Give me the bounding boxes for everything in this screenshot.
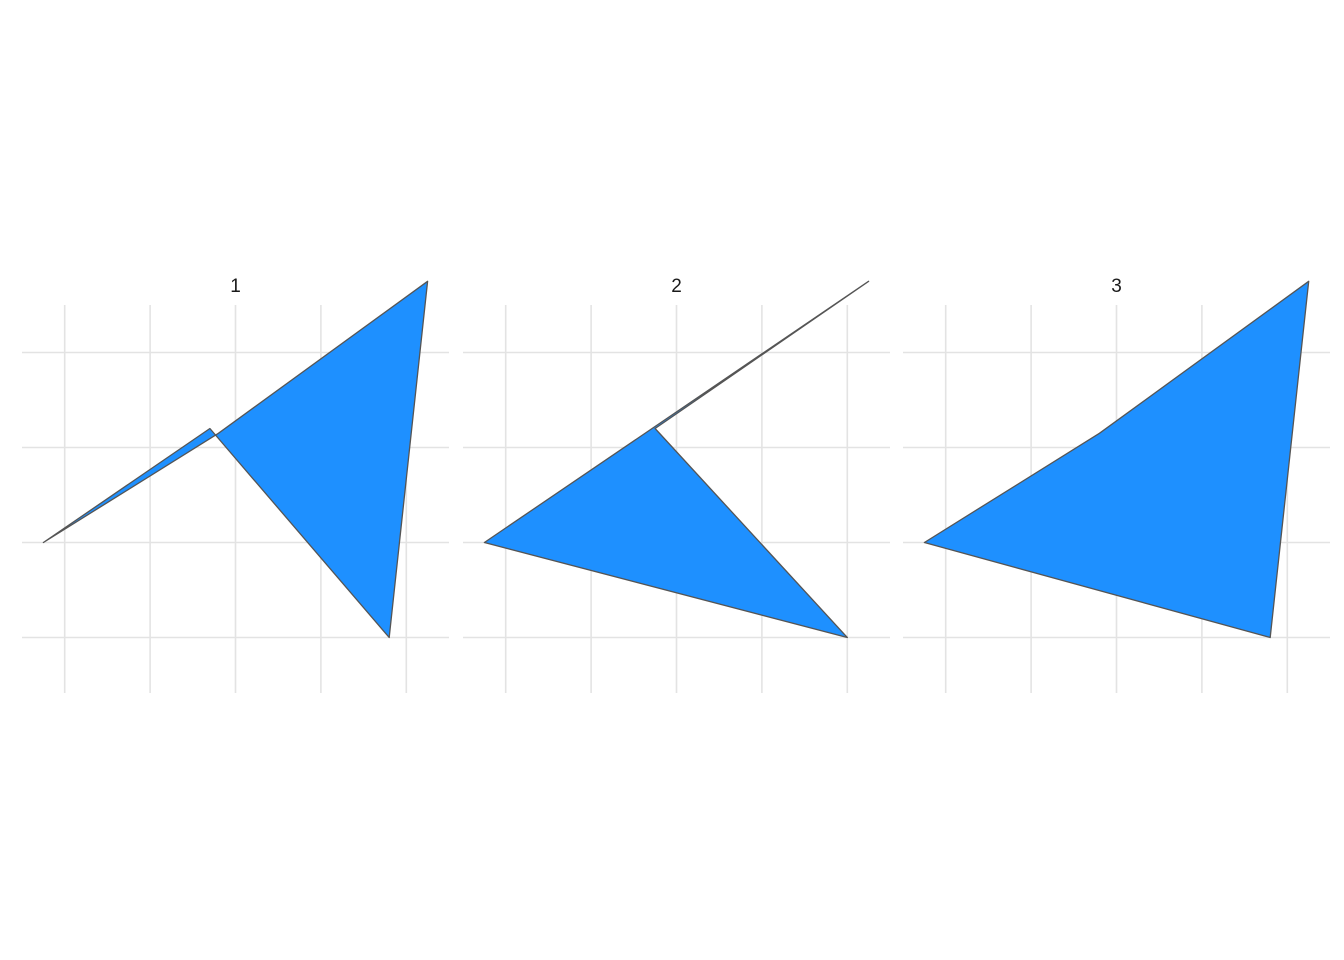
facet-panel-1: 1: [22, 276, 449, 693]
facet-title-2: 2: [671, 276, 682, 297]
polygon-shape-2: [483, 280, 870, 639]
polygon-shape-1: [42, 280, 429, 639]
facet-title-1: 1: [230, 276, 241, 297]
facet-panel-3: 3: [903, 276, 1330, 693]
facet-panel-2: 2: [463, 276, 890, 693]
polygon-shape-3: [923, 280, 1310, 639]
facet-title-3: 3: [1111, 276, 1122, 297]
